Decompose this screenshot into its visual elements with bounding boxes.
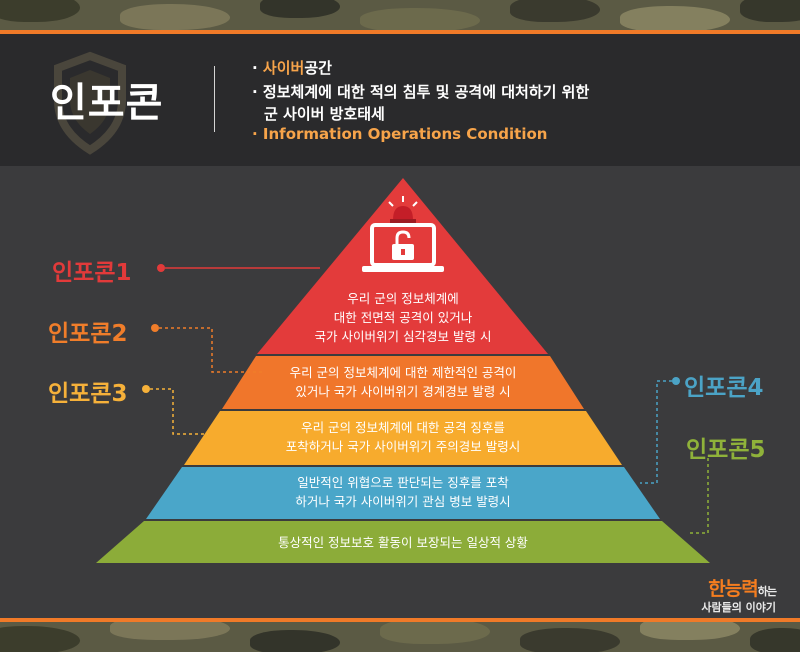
tier-4-shape: [146, 467, 660, 519]
description-line-4: · Information Operations Condition: [252, 125, 548, 143]
connector-level-1: [157, 264, 320, 272]
description-line-2: · 정보체계에 대한 적의 침투 및 공격에 대처하기 위한: [252, 83, 590, 101]
description-line-1: · 사이버공간: [252, 59, 332, 77]
infocon-2-label: 인포콘2: [48, 321, 128, 347]
header-divider: [214, 66, 215, 132]
connector-level-4: [640, 377, 680, 484]
infocon-1-label: 인포콘1: [52, 260, 132, 286]
camouflage-banner-top: [0, 0, 800, 30]
infocon-3-label: 인포콘3: [48, 381, 128, 407]
cyber-highlight: 사이버: [262, 59, 305, 77]
tier-5-shape: [96, 521, 710, 563]
infocon-4-label: 인포콘4: [684, 375, 764, 401]
tier-2-shape: [222, 356, 584, 409]
laptop-lock-icon: [362, 223, 444, 272]
tier-5-description: 통상적인 정보보호 활동이 보장되는 일상적 상황: [278, 535, 528, 550]
header-panel: [0, 34, 800, 166]
connector-level-2: [151, 324, 262, 373]
bottom-accent-line: [0, 618, 800, 622]
connector-level-5: [688, 458, 709, 534]
top-accent-line: [0, 30, 800, 34]
shield-icon: [54, 51, 126, 155]
tier-3-shape: [184, 411, 622, 465]
alarm-siren-icon: [388, 196, 418, 223]
brand-logo: 한능력하는 사람들의 이야기: [701, 578, 777, 614]
page-title: 인포콘: [50, 80, 164, 126]
camouflage-banner-bottom: [0, 622, 800, 652]
description-line-3: 군 사이버 방호태세: [264, 105, 385, 123]
connector-level-3: [142, 385, 208, 435]
infocon-5-label: 인포콘5: [686, 437, 766, 463]
